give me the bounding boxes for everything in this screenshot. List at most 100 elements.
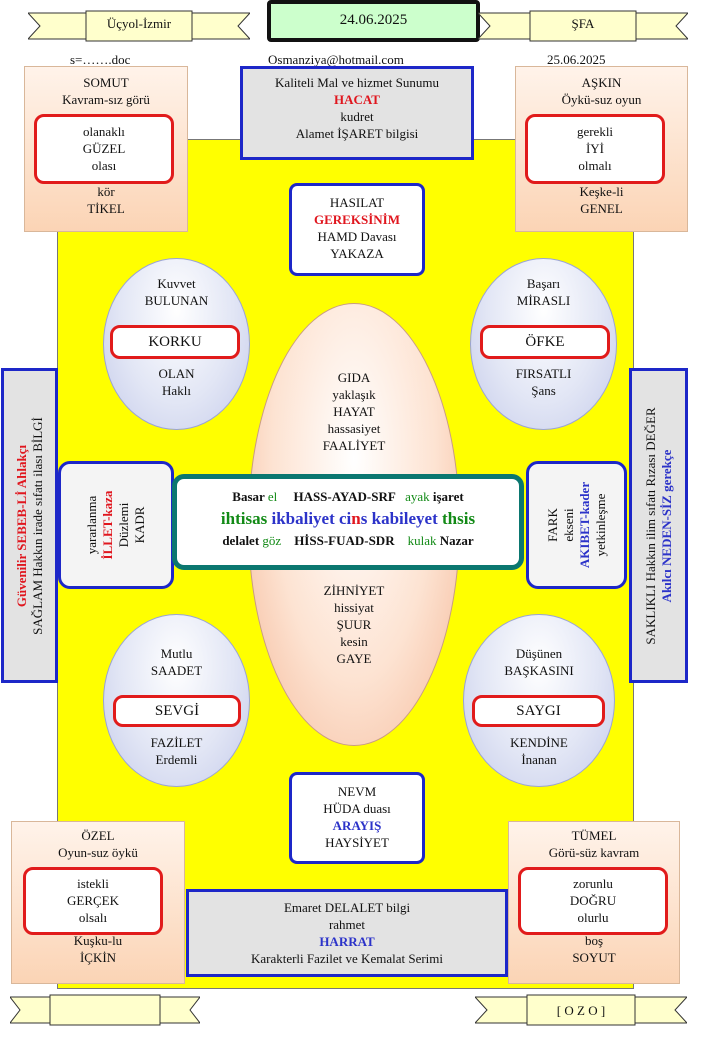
far-right-line1: SAKLIKLI Hakkın ilim sıfatı Rızası DEĞER bbox=[642, 406, 658, 645]
row2-ihtisas: ihtisas bbox=[220, 509, 268, 528]
top-left-inner-3: olası bbox=[91, 158, 117, 173]
top-left-line4: TİKEL bbox=[87, 201, 125, 216]
top-left-line3: kör bbox=[97, 184, 115, 199]
ellipse-top-right-bottom: FIRSATLI Şans bbox=[470, 365, 617, 399]
row2-cins-c: s bbox=[360, 509, 368, 528]
oval-upper-1: GIDA bbox=[337, 370, 371, 385]
row3-goz: göz bbox=[262, 533, 282, 548]
nevm-box: NEVM HÜDA duası ARAYIŞ HAYSİYET bbox=[289, 772, 425, 864]
row1-ayak: ayak bbox=[405, 489, 430, 504]
top-center-box: Kaliteli Mal ve hizmet Sunumu HACAT kudr… bbox=[240, 66, 474, 160]
etl-bot2: Haklı bbox=[162, 383, 191, 398]
right-scroll-label: ŞFA bbox=[571, 16, 595, 31]
korku-label: KORKU bbox=[148, 334, 202, 350]
bottom-right-line4: SOYUT bbox=[572, 950, 616, 965]
oval-lower-1: ZİHNİYET bbox=[323, 583, 385, 598]
bottom-center-line3: HARRAT bbox=[319, 934, 375, 949]
bottom-right-inner-2: DOĞRU bbox=[569, 893, 617, 908]
saygi-label: SAYGI bbox=[516, 703, 561, 719]
center-oval-upper: GIDA yaklaşık HAYAT hassasiyet FAALİYET bbox=[248, 369, 460, 454]
email-label: Osmanziya@hotmail.com bbox=[268, 52, 404, 67]
top-center-line2: HACAT bbox=[334, 92, 380, 107]
nevm-line3: ARAYIŞ bbox=[332, 818, 382, 833]
bottom-right-line3: boş bbox=[584, 933, 604, 948]
top-left-inner-2: GÜZEL bbox=[82, 141, 126, 156]
left-side-line2: İLLET-kaza bbox=[100, 490, 115, 560]
bottom-center-line1: Emaret DELALET bilgi bbox=[283, 900, 411, 915]
bottom-left-inner-3: olsalı bbox=[78, 910, 108, 925]
hasilat-line4: YAKAZA bbox=[330, 246, 384, 261]
ebl-top2: SAADET bbox=[150, 663, 203, 678]
oval-lower-4: kesin bbox=[340, 634, 368, 649]
ebl-bot2: Erdemli bbox=[155, 752, 198, 767]
etr-bot2: Şans bbox=[531, 383, 556, 398]
bottom-center-box: Emaret DELALET bilgi rahmet HARRAT Karak… bbox=[186, 889, 508, 977]
row3-hiss: HİSS-FUAD-SDR bbox=[294, 533, 395, 548]
etl-bot1: OLAN bbox=[158, 366, 195, 381]
footer-right-scroll bbox=[475, 994, 687, 1026]
saygi-box: SAYGI bbox=[472, 695, 605, 727]
top-right-line4: GENEL bbox=[580, 201, 623, 216]
far-right-box: SAKLIKLI Hakkın ilim sıfatı Rızası DEĞER… bbox=[629, 368, 688, 683]
right-side-line3: AKIBET-kader bbox=[576, 481, 592, 569]
nevm-line2: HÜDA duası bbox=[323, 801, 391, 816]
top-left-inner-box: olanaklı GÜZEL olası bbox=[34, 114, 174, 184]
top-left-line2: Kavram-sız görü bbox=[62, 92, 150, 107]
date-box: 24.06.2025 bbox=[267, 0, 480, 42]
nevm-line1: NEVM bbox=[337, 784, 377, 799]
ebr-top2: BAŞKASINI bbox=[504, 663, 574, 678]
bottom-right-inner-3: olurlu bbox=[577, 910, 609, 925]
bottom-right-bottom: boş SOYUT bbox=[508, 932, 680, 966]
etr-bot1: FIRSATLI bbox=[515, 366, 572, 381]
oval-lower-2: hissiyat bbox=[334, 600, 374, 615]
row1-hass: HASS-AYAD-SRF bbox=[293, 489, 396, 504]
top-right-inner-2: İYİ bbox=[585, 141, 605, 156]
footer-right-label: [ O Z O ] bbox=[556, 1003, 606, 1018]
korku-box: KORKU bbox=[110, 325, 240, 359]
top-left-line1: SOMUT bbox=[83, 75, 129, 90]
footer-left-scroll bbox=[10, 994, 200, 1026]
oval-upper-5: FAALİYET bbox=[322, 438, 386, 453]
ellipse-bottom-left-text: Mutlu SAADET bbox=[103, 645, 250, 679]
center-bar-row1: Basar el HASS-AYAD-SRF ayak işaret bbox=[177, 487, 519, 507]
right-scroll-banner bbox=[478, 10, 688, 42]
ellipse-top-right-text: Başarı MİRASLI bbox=[470, 275, 617, 309]
row2-kabileyet: kabileyet bbox=[371, 509, 438, 528]
center-bar-row3: delalet göz HİSS-FUAD-SDR kulak Nazar bbox=[177, 531, 519, 551]
ellipse-top-left-text: Kuvvet BULUNAN bbox=[103, 275, 250, 309]
row3-nazar: Nazar bbox=[439, 533, 474, 548]
ebl-top1: Mutlu bbox=[160, 646, 193, 661]
row1-basar: Basar bbox=[232, 489, 265, 504]
left-scroll-banner bbox=[28, 10, 250, 42]
row1-el: el bbox=[267, 489, 278, 504]
row2-thsis: thsis bbox=[442, 509, 476, 528]
ebl-bot1: FAZİLET bbox=[150, 735, 203, 750]
oval-upper-4: hassasiyet bbox=[327, 421, 381, 436]
oval-upper-2: yaklaşık bbox=[332, 387, 376, 402]
ebr-bot2: İnanan bbox=[521, 752, 557, 767]
left-side-line4: KADR bbox=[132, 506, 147, 544]
nevm-line4: HAYSİYET bbox=[325, 835, 389, 850]
bottom-right-line1: TÜMEL bbox=[571, 828, 617, 843]
row1-isaret: işaret bbox=[432, 489, 464, 504]
far-left-box: Güvenilir SEBEB-Lİ Ahlakçı SAĞLAM Hakkın… bbox=[1, 368, 58, 683]
right-side-line4: yetkinleşme bbox=[592, 493, 608, 557]
date-right: 25.06.2025 bbox=[547, 52, 606, 67]
oval-upper-3: HAYAT bbox=[333, 404, 375, 419]
left-side-line1: yararlanma bbox=[84, 495, 99, 555]
ofke-label: ÖFKE bbox=[525, 334, 565, 350]
top-left-inner-1: olanaklı bbox=[83, 124, 125, 139]
bottom-right-inner-1: zorunlu bbox=[573, 876, 613, 891]
ellipse-bottom-left-bottom: FAZİLET Erdemli bbox=[103, 734, 250, 768]
bottom-left-bottom: Kuşku-lu İÇKİN bbox=[11, 932, 185, 966]
sevgi-label: SEVGİ bbox=[154, 703, 200, 719]
left-side-line3: Düzlemi bbox=[116, 502, 131, 548]
etl-top2: BULUNAN bbox=[144, 293, 209, 308]
right-side-line2: ekseni bbox=[560, 508, 576, 542]
far-right-line2: Akılcı NEDEN-SİZ gerekçe bbox=[658, 449, 674, 602]
top-center-line1: Kaliteli Mal ve hizmet Sunumu bbox=[275, 75, 439, 90]
sevgi-box: SEVGİ bbox=[113, 695, 241, 727]
oval-lower-3: ŞUUR bbox=[336, 617, 372, 632]
right-side-text: FARK ekseni AKIBET-kader yetkinleşme bbox=[545, 465, 609, 585]
top-right-inner-1: gerekli bbox=[576, 124, 614, 139]
